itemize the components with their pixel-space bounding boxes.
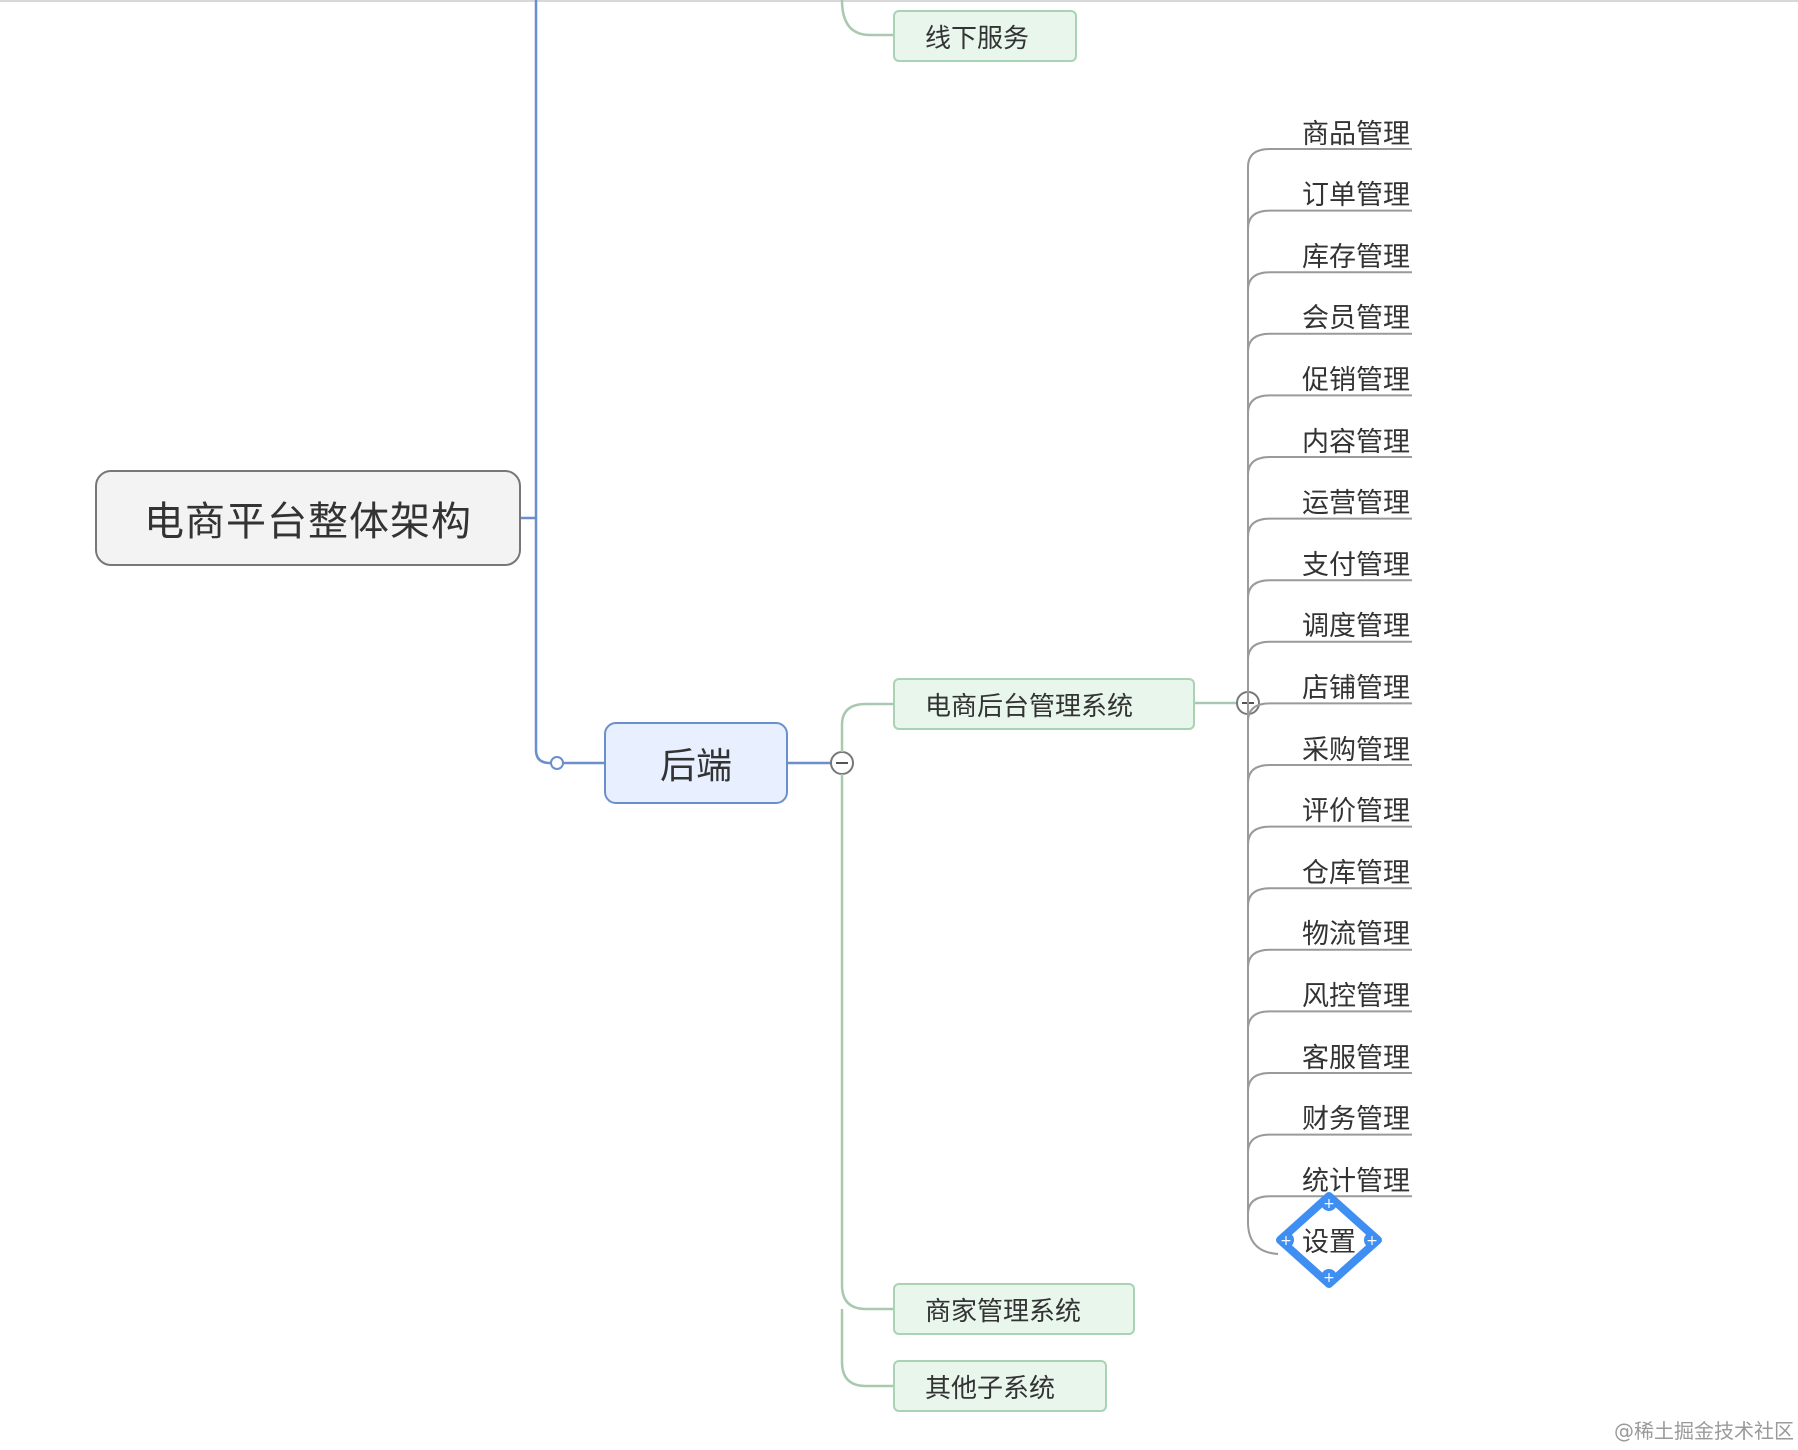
module-item-label: 促销管理 [1302, 364, 1410, 396]
other-systems-label: 其他子系统 [925, 1373, 1056, 1404]
module-item-label: 支付管理 [1302, 549, 1410, 581]
module-item[interactable]: 商品管理 [1302, 111, 1422, 151]
module-connector [1247, 394, 1412, 703]
module-item[interactable]: 客服管理 [1302, 1035, 1422, 1075]
module-item-label: 运营管理 [1302, 488, 1410, 520]
module-item[interactable]: 库存管理 [1302, 234, 1422, 274]
module-item[interactable]: 调度管理 [1302, 604, 1422, 644]
svg-text:+: + [1323, 1196, 1335, 1212]
module-item[interactable]: 评价管理 [1302, 789, 1422, 829]
module-item-label: 店铺管理 [1302, 672, 1410, 704]
offline-service-node[interactable]: 线下服务 [893, 10, 1077, 62]
module-item-label: 调度管理 [1302, 611, 1410, 643]
module-item[interactable]: 支付管理 [1302, 542, 1422, 582]
module-item-label: 仓库管理 [1302, 857, 1410, 889]
module-connector [1247, 640, 1412, 703]
module-item-label: 会员管理 [1302, 303, 1410, 335]
module-item-label: 客服管理 [1302, 1042, 1410, 1074]
backend-node-label: 后端 [659, 746, 732, 787]
settings-label: 设置 [1302, 1226, 1356, 1258]
module-connector [1247, 517, 1412, 703]
module-item[interactable]: 促销管理 [1302, 357, 1422, 397]
module-connector [1247, 209, 1412, 703]
svg-text:+: + [1280, 1233, 1292, 1249]
module-item-label: 内容管理 [1302, 426, 1410, 458]
admin-system-node[interactable]: 电商后台管理系统 [893, 678, 1195, 730]
selection-handles: + + + + [1276, 1192, 1382, 1288]
merchant-system-label: 商家管理系统 [925, 1296, 1082, 1327]
watermark: @稀土掘金技术社区 [1614, 1419, 1794, 1443]
module-item[interactable]: 会员管理 [1302, 296, 1422, 336]
module-connector [1247, 271, 1412, 703]
settings-connector [1247, 703, 1279, 1255]
admin-system-label: 电商后台管理系统 [925, 691, 1134, 722]
module-connector [1247, 702, 1412, 722]
module-connector [1247, 579, 1412, 703]
module-item-label: 订单管理 [1302, 180, 1410, 212]
module-item-label: 统计管理 [1302, 1165, 1410, 1197]
module-item[interactable]: 风控管理 [1302, 973, 1422, 1013]
collapse-dot [550, 756, 564, 770]
module-item[interactable]: 店铺管理 [1302, 665, 1422, 705]
root-node-label: 电商平台整体架构 [144, 499, 472, 545]
svg-text:+: + [1323, 1270, 1335, 1286]
module-item-label: 库存管理 [1302, 241, 1410, 273]
module-item[interactable]: 内容管理 [1302, 419, 1422, 459]
offline-service-label: 线下服务 [925, 23, 1030, 54]
module-item[interactable]: 采购管理 [1302, 727, 1422, 767]
module-item[interactable]: 仓库管理 [1302, 850, 1422, 890]
root-node[interactable]: 电商平台整体架构 [95, 470, 521, 566]
module-item[interactable]: 运营管理 [1302, 481, 1422, 521]
backend-node[interactable]: 后端 [604, 722, 788, 804]
merchant-system-node[interactable]: 商家管理系统 [893, 1283, 1135, 1335]
module-item-label: 商品管理 [1302, 118, 1410, 150]
module-connector [1247, 332, 1412, 703]
settings-node[interactable]: 设置 [1278, 1212, 1380, 1266]
module-item-label: 财务管理 [1302, 1104, 1410, 1136]
module-item-label: 物流管理 [1302, 919, 1410, 951]
module-connector [1247, 703, 1412, 1215]
module-item-label: 风控管理 [1302, 980, 1410, 1012]
module-connector [1247, 456, 1412, 703]
module-item[interactable]: 订单管理 [1302, 173, 1422, 213]
offline-connector [840, 0, 893, 37]
module-item[interactable]: 物流管理 [1302, 912, 1422, 952]
module-item[interactable]: 财务管理 [1302, 1097, 1422, 1137]
module-connector [1247, 148, 1412, 703]
trunk-line [534, 0, 604, 765]
module-item-label: 评价管理 [1302, 796, 1410, 828]
svg-text:+: + [1366, 1233, 1378, 1249]
other-systems-node[interactable]: 其他子系统 [893, 1360, 1107, 1412]
module-connectors [1247, 148, 1412, 1255]
module-item[interactable]: 统计管理 [1302, 1158, 1422, 1198]
module-item-label: 采购管理 [1302, 734, 1410, 766]
